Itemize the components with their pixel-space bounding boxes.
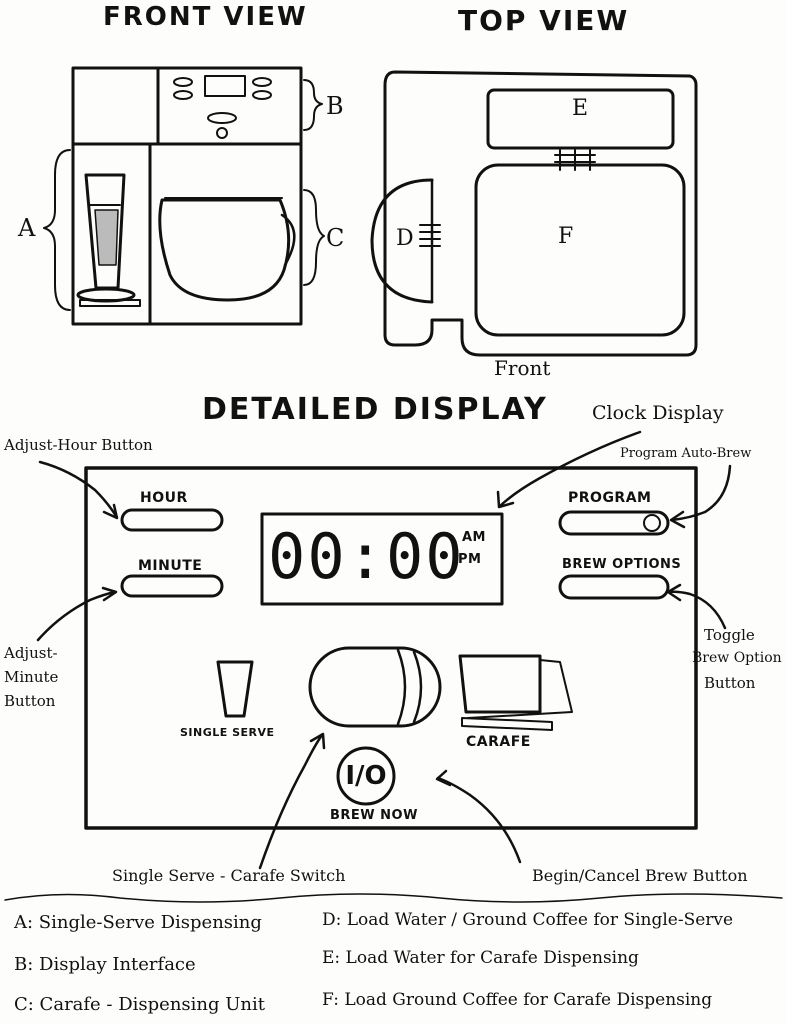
label-c: C xyxy=(326,224,344,252)
single-serve-carafe-switch[interactable] xyxy=(310,648,440,726)
program-button-label: PROGRAM xyxy=(568,490,651,506)
label-f: F xyxy=(558,224,573,249)
minute-button-label: MINUTE xyxy=(138,558,202,574)
top-view-heading: TOP VIEW xyxy=(458,4,629,37)
hour-button[interactable] xyxy=(122,510,222,530)
callout-adjust-minute-1: Adjust- xyxy=(4,644,58,662)
carafe-label: CARAFE xyxy=(466,734,531,750)
label-e: E xyxy=(572,96,588,121)
legend-item-a: A: Single-Serve Dispensing xyxy=(14,912,262,933)
top-view-drawing xyxy=(372,72,696,355)
label-d: D xyxy=(396,226,414,251)
callout-switch: Single Serve - Carafe Switch xyxy=(112,866,345,885)
brew-options-label: BREW OPTIONS xyxy=(562,557,681,572)
hour-button-label: HOUR xyxy=(140,490,188,506)
label-a: A xyxy=(18,214,35,242)
callout-clock-display: Clock Display xyxy=(592,402,724,424)
power-button[interactable]: I/O xyxy=(338,748,394,804)
front-view-drawing xyxy=(44,68,324,324)
front-view-heading: FRONT VIEW xyxy=(103,2,308,32)
callout-toggle-3: Button xyxy=(704,674,755,692)
legend-item-e: E: Load Water for Carafe Dispensing xyxy=(322,948,639,968)
legend-item-d: D: Load Water / Ground Coffee for Single… xyxy=(322,910,733,930)
label-b: B xyxy=(326,92,344,120)
callout-toggle-1: Toggle xyxy=(704,626,755,644)
callout-begin-cancel: Begin/Cancel Brew Button xyxy=(532,866,748,885)
callout-adjust-hour: Adjust-Hour Button xyxy=(4,436,153,454)
detailed-display-heading: DETAILED DISPLAY xyxy=(202,392,548,427)
legend-item-c: C: Carafe - Dispensing Unit xyxy=(14,994,265,1015)
clock-display: 00:00 xyxy=(268,526,465,588)
brew-options-button[interactable] xyxy=(560,576,668,598)
am-indicator: AM xyxy=(462,530,486,545)
single-serve-label: SINGLE SERVE xyxy=(180,726,275,739)
brew-now-label: BREW NOW xyxy=(330,808,418,823)
callout-toggle-2: Brew Option xyxy=(692,650,782,666)
legend-item-f: F: Load Ground Coffee for Carafe Dispens… xyxy=(322,990,712,1010)
program-button[interactable] xyxy=(560,512,668,534)
pm-indicator: PM xyxy=(458,552,481,567)
callout-adjust-minute-2: Minute xyxy=(4,668,58,686)
legend-item-b: B: Display Interface xyxy=(14,954,196,975)
label-front: Front xyxy=(494,356,550,380)
callout-adjust-minute-3: Button xyxy=(4,692,55,710)
minute-button[interactable] xyxy=(122,576,222,596)
callout-program-auto-brew: Program Auto-Brew xyxy=(620,446,751,461)
